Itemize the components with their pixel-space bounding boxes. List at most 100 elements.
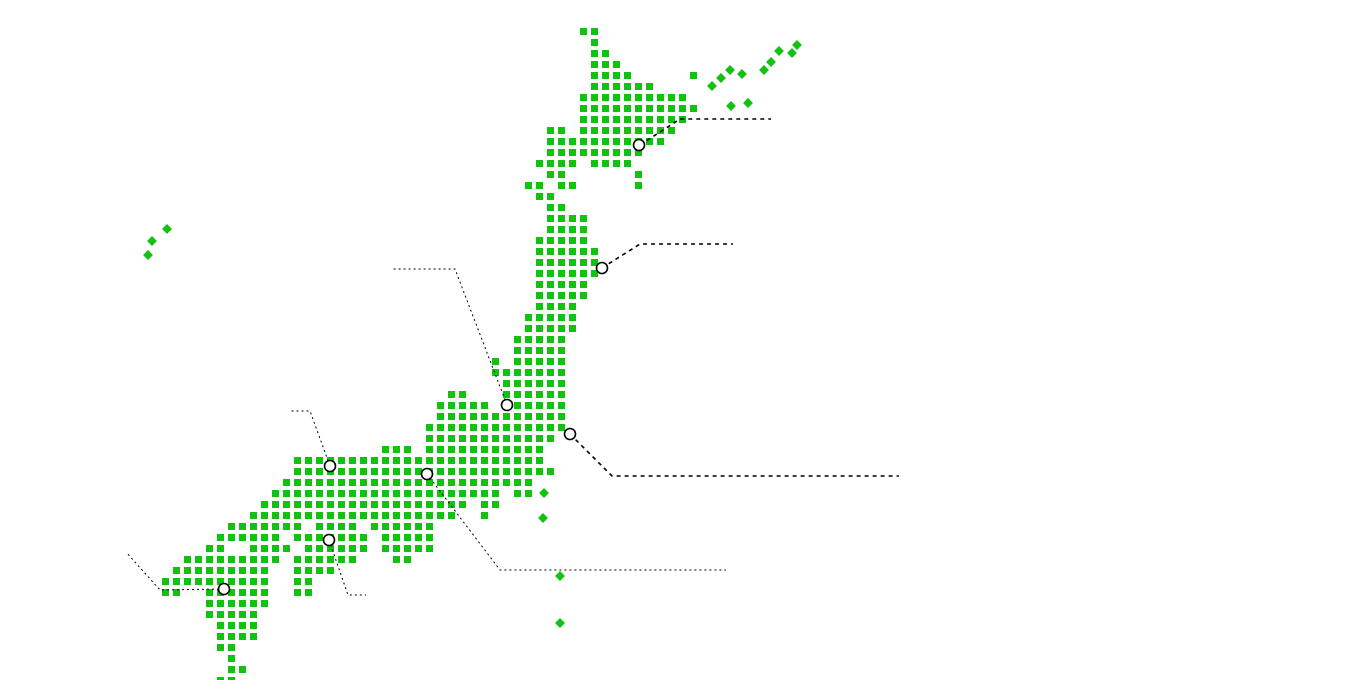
land-dot [459, 490, 466, 497]
land-dot [228, 677, 235, 680]
land-dot [536, 303, 543, 310]
land-dot [536, 237, 543, 244]
land-dot [393, 446, 400, 453]
land-dot [547, 336, 554, 343]
land-dot [580, 237, 587, 244]
land-dot [646, 116, 653, 123]
land-dot [536, 270, 543, 277]
land-dot [580, 270, 587, 277]
land-dot [250, 589, 257, 596]
land-dot [448, 435, 455, 442]
land-dot [492, 413, 499, 420]
land-dot [536, 292, 543, 299]
land-dot [283, 501, 290, 508]
land-dot [470, 402, 477, 409]
land-dot [206, 600, 213, 607]
land-dot [305, 589, 312, 596]
land-dot [250, 633, 257, 640]
land-dot [591, 39, 598, 46]
land-dot [668, 105, 675, 112]
land-dot [294, 523, 301, 530]
land-dot [371, 523, 378, 530]
islet-dot [143, 250, 153, 260]
land-dot [536, 182, 543, 189]
islet-dot [787, 48, 797, 58]
location-marker-hokkaido[interactable] [632, 138, 646, 152]
land-dot [547, 215, 554, 222]
land-dot [613, 116, 620, 123]
land-dot [217, 622, 224, 629]
land-dot [316, 556, 323, 563]
land-dot [602, 138, 609, 145]
land-dot [426, 457, 433, 464]
land-dot [558, 336, 565, 343]
land-dot [514, 446, 521, 453]
land-dot [415, 534, 422, 541]
land-dot [217, 556, 224, 563]
land-dot [404, 556, 411, 563]
land-dot [239, 622, 246, 629]
land-dot [404, 479, 411, 486]
land-dot [239, 666, 246, 673]
land-dot [536, 259, 543, 266]
land-dot [591, 248, 598, 255]
islet-dot [555, 618, 565, 628]
land-dot [624, 116, 631, 123]
land-dot [547, 149, 554, 156]
land-dot [437, 424, 444, 431]
land-dot [580, 149, 587, 156]
land-dot [283, 545, 290, 552]
land-dot [393, 501, 400, 508]
islet-dot [725, 65, 735, 75]
location-marker-kanto[interactable] [563, 427, 577, 441]
land-dot [536, 281, 543, 288]
land-dot [503, 391, 510, 398]
land-dot [602, 127, 609, 134]
land-dot [382, 501, 389, 508]
land-dot [558, 171, 565, 178]
location-marker-chubu[interactable] [500, 398, 514, 412]
land-dot [514, 369, 521, 376]
land-dot [492, 369, 499, 376]
location-marker-kyushu[interactable] [217, 582, 231, 596]
land-dot [558, 369, 565, 376]
land-dot [503, 413, 510, 420]
land-dot [283, 523, 290, 530]
land-dot [294, 578, 301, 585]
land-dot [624, 127, 631, 134]
land-dot [591, 83, 598, 90]
location-marker-kansai[interactable] [420, 467, 434, 481]
land-dot [591, 94, 598, 101]
islet-dot [147, 236, 157, 246]
land-dot [470, 457, 477, 464]
land-dot [360, 479, 367, 486]
land-dot [250, 512, 257, 519]
land-dot [514, 468, 521, 475]
land-dot [316, 457, 323, 464]
location-marker-chugoku[interactable] [323, 459, 337, 473]
land-dot [217, 545, 224, 552]
land-dot [404, 534, 411, 541]
location-marker-shikoku[interactable] [322, 533, 336, 547]
land-dot [613, 127, 620, 134]
land-dot [239, 611, 246, 618]
land-dot [558, 358, 565, 365]
land-dot [250, 578, 257, 585]
land-dot [393, 490, 400, 497]
land-dot [558, 325, 565, 332]
land-dot [624, 149, 631, 156]
land-dot [360, 501, 367, 508]
location-marker-tohoku[interactable] [595, 261, 609, 275]
land-dot [558, 138, 565, 145]
land-dot [426, 435, 433, 442]
land-dot [316, 523, 323, 530]
land-dot [525, 446, 532, 453]
land-dot [349, 468, 356, 475]
land-dot [250, 545, 257, 552]
land-dot [613, 149, 620, 156]
land-dot [437, 479, 444, 486]
land-dot [239, 578, 246, 585]
land-dot [239, 556, 246, 563]
land-dot [228, 622, 235, 629]
land-dot [503, 435, 510, 442]
